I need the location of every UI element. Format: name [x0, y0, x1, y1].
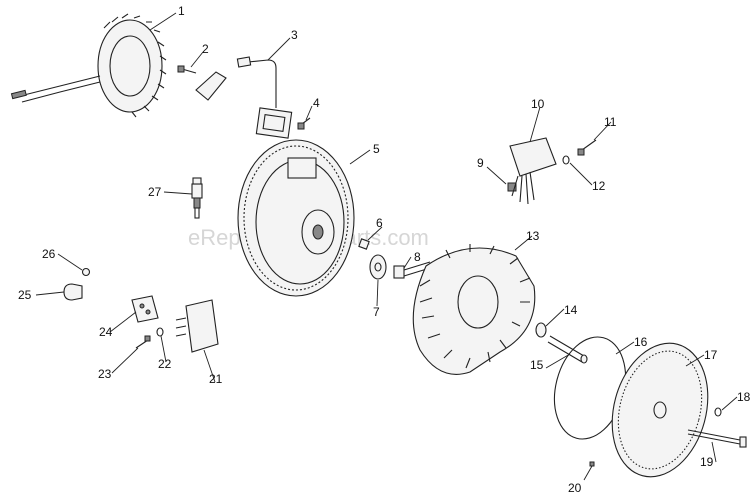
- callout-10: 10: [531, 97, 545, 111]
- callout-4: 4: [313, 96, 320, 110]
- callout-22: 22: [158, 357, 172, 371]
- callout-14: 14: [564, 303, 578, 317]
- callout-labels: 1 2 3 4 5 6 7 8 9 10 11 12 13 14 15 16 1…: [18, 4, 750, 495]
- screen-part[interactable]: [598, 332, 722, 487]
- callout-5: 5: [373, 142, 380, 156]
- washer-part[interactable]: [369, 254, 387, 280]
- leader-lines: [35, 12, 738, 481]
- spark-plug-part[interactable]: [191, 177, 203, 219]
- callout-27: 27: [148, 185, 162, 199]
- callout-18: 18: [737, 390, 750, 404]
- bolt-part[interactable]: [687, 429, 747, 448]
- callout-17: 17: [704, 348, 718, 362]
- callout-23: 23: [98, 367, 112, 381]
- callout-2: 2: [202, 42, 209, 56]
- flywheel-part[interactable]: [237, 139, 355, 297]
- washer-part[interactable]: [562, 155, 570, 165]
- screw-part[interactable]: [177, 65, 197, 74]
- washer-part[interactable]: [156, 327, 164, 337]
- callout-25: 25: [18, 288, 32, 302]
- callout-20: 20: [568, 481, 582, 495]
- callout-16: 16: [634, 335, 648, 349]
- bracket-part[interactable]: [131, 295, 159, 323]
- ignition-module-part[interactable]: [195, 56, 293, 139]
- callout-26: 26: [42, 247, 56, 261]
- callout-13: 13: [526, 229, 540, 243]
- callout-11: 11: [604, 115, 617, 129]
- callout-15: 15: [530, 358, 544, 372]
- nut-part[interactable]: [81, 267, 91, 277]
- screw-part[interactable]: [135, 335, 151, 349]
- washer-part[interactable]: [714, 407, 722, 417]
- screw-part[interactable]: [297, 117, 311, 130]
- screw-part[interactable]: [577, 139, 597, 156]
- spacer-part[interactable]: [535, 322, 547, 338]
- callout-9: 9: [477, 156, 484, 170]
- callout-1: 1: [178, 4, 185, 18]
- rectifier-part[interactable]: [175, 299, 219, 353]
- callout-8: 8: [414, 250, 421, 264]
- stud-part[interactable]: [547, 335, 588, 364]
- callout-21: 21: [209, 372, 223, 386]
- callout-12: 12: [592, 179, 606, 193]
- clip-part[interactable]: [63, 283, 83, 301]
- blower-housing-part[interactable]: [412, 244, 536, 375]
- screw-part[interactable]: [589, 461, 595, 467]
- callout-19: 19: [700, 455, 714, 469]
- nut-part[interactable]: [507, 182, 517, 192]
- stator-part[interactable]: [10, 13, 167, 118]
- regulator-part[interactable]: [509, 137, 557, 205]
- callout-3: 3: [291, 28, 298, 42]
- callout-6: 6: [376, 216, 383, 230]
- key-part[interactable]: [358, 238, 370, 250]
- callout-7: 7: [373, 305, 380, 319]
- callout-24: 24: [99, 325, 113, 339]
